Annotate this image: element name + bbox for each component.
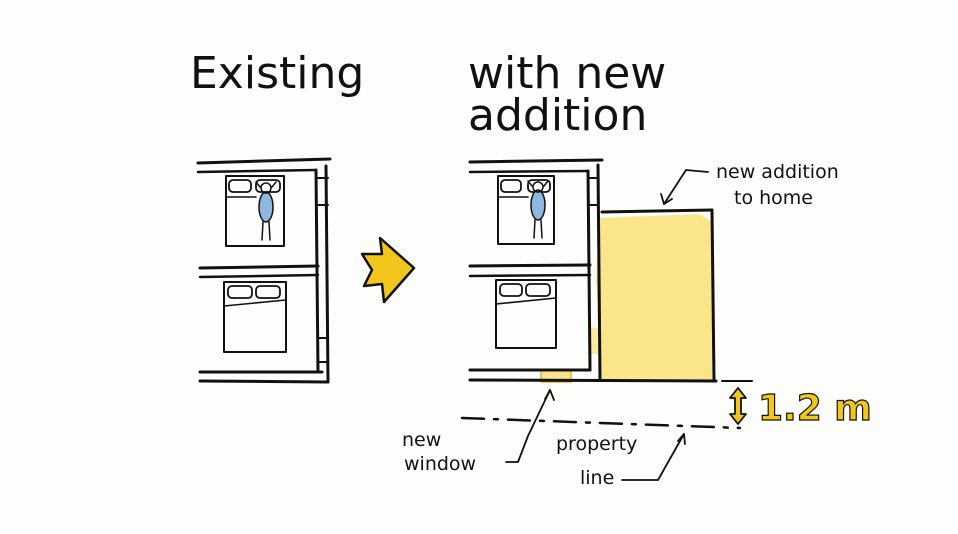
- bed-upper: [225, 175, 285, 247]
- leader-addition: [663, 169, 709, 205]
- title-addition: addition: [468, 90, 647, 141]
- label-new: new: [402, 429, 441, 451]
- addition-fill: [596, 214, 712, 380]
- label-window: window: [404, 453, 476, 475]
- title-with-new: with new: [468, 48, 666, 99]
- label-new-addition: new addition: [716, 161, 839, 183]
- existing-building: [196, 157, 332, 384]
- bed-lower: [223, 281, 287, 353]
- label-property: property: [556, 433, 637, 455]
- double-arrow-icon: [721, 380, 753, 425]
- label-to-home: to home: [734, 187, 813, 209]
- proposed-building: [468, 158, 718, 383]
- label-line: line: [580, 467, 614, 489]
- bed-lower-proposed: [495, 279, 557, 349]
- person-icon: [258, 191, 274, 223]
- leader-property: [621, 433, 685, 481]
- leader-window: [505, 389, 551, 463]
- bed-upper-proposed: [497, 175, 555, 245]
- person-icon: [530, 189, 546, 221]
- setback-dimension: 1.2 m: [758, 388, 872, 429]
- title-existing: Existing: [190, 48, 364, 99]
- property-line: [460, 416, 742, 430]
- right-arrow-icon: [360, 236, 416, 304]
